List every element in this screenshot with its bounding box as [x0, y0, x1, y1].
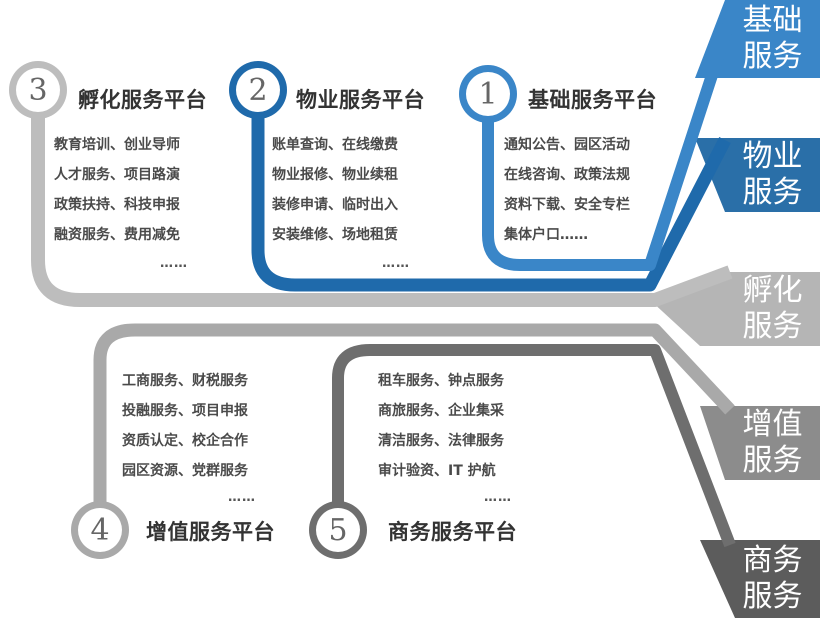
list-item: 审计验资、IT 护航: [378, 463, 496, 479]
side-label-line: 孵化: [742, 273, 803, 308]
list-item: 在线咨询、政策法规: [504, 167, 630, 183]
side-label-line: 服务: [742, 39, 803, 74]
list-item: 政策扶持、科技申报: [54, 197, 180, 213]
item-list-basic: 通知公告、园区活动 在线咨询、政策法规 资料下载、安全专栏 集体户口……: [504, 130, 630, 250]
side-bg-property: [695, 138, 820, 212]
platform-title-basic: 基础服务平台: [528, 88, 657, 112]
list-item: 物业报修、物业续租: [272, 167, 398, 183]
ellipsis-incubation: ……: [160, 256, 188, 271]
item-list-value-added: 工商服务、财税服务 投融服务、项目申报 资质认定、校企合作 园区资源、党群服务: [122, 366, 248, 486]
side-label-line: 基础: [742, 3, 803, 38]
side-label-line: 商务: [742, 543, 803, 578]
side-bg-value-added: [700, 406, 820, 480]
list-item: 通知公告、园区活动: [504, 137, 630, 153]
list-item: 人才服务、项目路演: [54, 167, 180, 183]
line-value-added: [93, 323, 735, 520]
line-incubation: [31, 100, 733, 307]
side-label-line: 物业: [742, 139, 803, 174]
list-item: 教育培训、创业导师: [54, 137, 180, 153]
side-label-line: 增值: [742, 407, 803, 442]
side-label-line: 服务: [742, 175, 803, 210]
badge-number-1: 1: [466, 72, 510, 116]
side-label-line: 服务: [742, 443, 803, 478]
list-item: 投融服务、项目申报: [122, 403, 248, 419]
item-list-property: 账单查询、在线缴费 物业报修、物业续租 装修申请、临时出入 安装维修、场地租赁: [272, 130, 398, 250]
list-item: 租车服务、钟点服务: [378, 373, 504, 389]
side-label-value-added: 增值 服务: [725, 406, 820, 480]
side-label-basic: 基础 服务: [725, 0, 820, 78]
line-basic: [482, 18, 736, 271]
side-label-business: 商务 服务: [725, 540, 820, 618]
side-bg-business: [700, 540, 820, 618]
side-label-line: 服务: [742, 309, 803, 344]
line-business: [332, 344, 736, 548]
ellipsis-property: ……: [382, 256, 410, 271]
list-item: 装修申请、临时出入: [272, 197, 398, 213]
item-list-business: 租车服务、钟点服务 商旅服务、企业集采 清洁服务、法律服务 审计验资、IT 护航: [378, 366, 504, 486]
platform-title-business: 商务服务平台: [388, 520, 517, 544]
list-item: 融资服务、费用减免: [54, 227, 180, 243]
list-item: 账单查询、在线缴费: [272, 137, 398, 153]
list-item: 工商服务、财税服务: [122, 373, 248, 389]
badge-number-3: 3: [16, 68, 60, 112]
list-item: 园区资源、党群服务: [122, 463, 248, 479]
badge-number-5: 5: [316, 508, 360, 552]
platform-title-property: 物业服务平台: [296, 88, 425, 112]
platform-title-value-added: 增值服务平台: [146, 520, 275, 544]
list-item: 集体户口……: [504, 227, 588, 243]
badge-number-2: 2: [236, 68, 280, 112]
ellipsis-value-added: ……: [228, 490, 256, 505]
list-item: 安装维修、场地租赁: [272, 227, 398, 243]
list-item: 资料下载、安全专栏: [504, 197, 630, 213]
item-list-incubation: 教育培训、创业导师 人才服务、项目路演 政策扶持、科技申报 融资服务、费用减免: [54, 130, 180, 250]
side-label-line: 服务: [742, 579, 803, 614]
line-property: [251, 100, 731, 292]
side-label-incubation: 孵化 服务: [725, 272, 820, 346]
list-item: 资质认定、校企合作: [122, 433, 248, 449]
badge-number-4: 4: [78, 508, 122, 552]
platform-title-incubation: 孵化服务平台: [78, 88, 207, 112]
list-item: 清洁服务、法律服务: [378, 433, 504, 449]
list-item: 商旅服务、企业集采: [378, 403, 504, 419]
ellipsis-business: ……: [484, 490, 512, 505]
side-label-property: 物业 服务: [725, 138, 820, 212]
